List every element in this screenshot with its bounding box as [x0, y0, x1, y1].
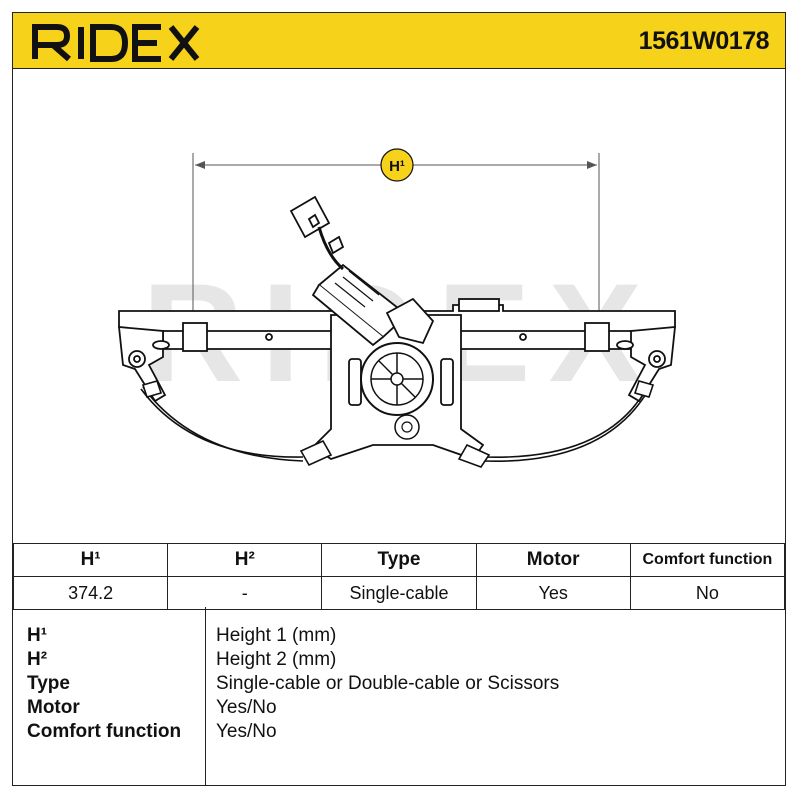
ridex-logo-mark — [32, 24, 200, 62]
part-number: 1561W0178 — [638, 27, 770, 55]
legend-key: H¹ — [27, 625, 48, 646]
specs-table: H¹ H² Type Motor Comfort function 374.2 … — [13, 543, 785, 610]
dimension-h1: H¹ — [192, 148, 600, 339]
header-h1: H¹ — [13, 543, 169, 577]
electric-motor — [311, 263, 435, 347]
specs-header-row: H¹ H² Type Motor Comfort function — [13, 543, 785, 577]
electrical-connector — [289, 195, 345, 271]
value-type: Single-cable — [321, 576, 477, 610]
legend-section: H¹ Height 1 (mm) H² Height 2 (mm) Type S… — [13, 607, 785, 785]
value-comfort-function: No — [629, 576, 785, 610]
legend-row: Motor Yes/No — [13, 697, 785, 721]
legend-key: Motor — [27, 697, 80, 718]
legend-key: H² — [27, 649, 48, 670]
header-bar: 1561W0178 — [13, 13, 785, 69]
value-motor: Yes — [475, 576, 631, 610]
window-regulator-diagram: RIDEX H¹ — [117, 148, 677, 468]
legend-divider — [205, 607, 206, 785]
legend-desc: Height 1 (mm) — [216, 625, 337, 646]
document-frame: 1561W0178 RIDEX H¹ — [12, 12, 786, 786]
legend-key: Comfort function — [27, 721, 182, 742]
legend-row: H² Height 2 (mm) — [13, 649, 785, 673]
specs-value-row: 374.2 - Single-cable Yes No — [13, 576, 785, 610]
brand-logo — [27, 19, 227, 68]
value-h1: 374.2 — [13, 576, 169, 610]
header-comfort-function: Comfort function — [629, 543, 785, 577]
legend-desc: Yes/No — [216, 697, 277, 718]
header-motor: Motor — [475, 543, 631, 577]
header-type: Type — [321, 543, 477, 577]
legend-desc: Height 2 (mm) — [216, 649, 337, 670]
legend-desc: Single-cable or Double-cable or Scissors — [216, 673, 560, 694]
technical-drawing: RIDEX H¹ — [13, 69, 785, 543]
value-h2: - — [167, 576, 323, 610]
legend-desc: Yes/No — [216, 721, 277, 742]
header-h2: H² — [167, 543, 323, 577]
cable-sleeves — [141, 380, 655, 468]
legend-key: Type — [27, 673, 70, 694]
legend-row: H¹ Height 1 (mm) — [13, 625, 785, 649]
regulator-cable — [140, 386, 650, 462]
gear-wheel — [360, 342, 434, 440]
dimension-marker: H¹ — [389, 158, 405, 175]
legend-row: Comfort function Yes/No — [13, 721, 785, 745]
legend-row: Type Single-cable or Double-cable or Sci… — [13, 673, 785, 697]
